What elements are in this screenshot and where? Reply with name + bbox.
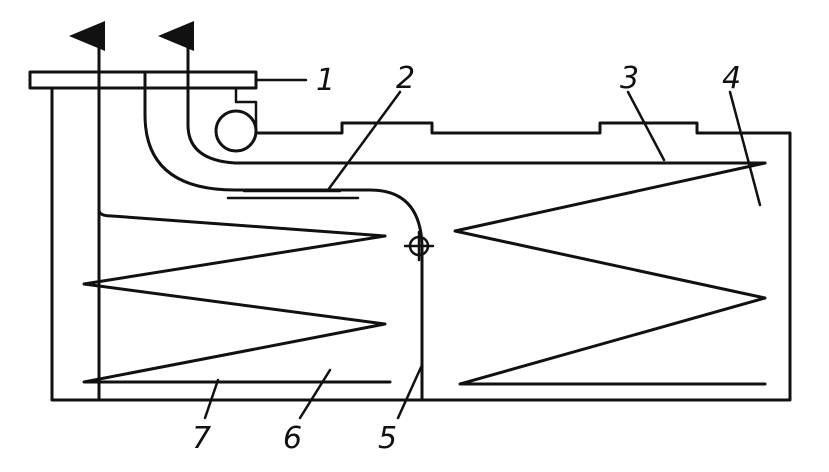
outer-housing: [50, 86, 792, 402]
exhaust-duct: [143, 70, 348, 192]
leader-6: [298, 368, 332, 420]
left-zigzag-coil: [82, 234, 392, 384]
label-6: 6: [283, 421, 302, 456]
right-zigzag-coil: [453, 161, 767, 386]
leader-2: [326, 90, 402, 192]
leader-5: [396, 363, 424, 420]
label-3: 3: [620, 61, 639, 96]
top-plate: [28, 70, 258, 90]
leader-4: [728, 90, 762, 207]
fan-circle: [214, 109, 258, 153]
label-2: 2: [396, 61, 415, 96]
partition-curve: [344, 188, 424, 402]
label-4: 4: [722, 61, 741, 96]
inner-duct-line: [186, 86, 767, 165]
leader-3: [626, 90, 666, 162]
leader-7: [203, 378, 220, 420]
fan-bracket: [234, 86, 258, 135]
label-5: 5: [378, 421, 397, 456]
label-7: 7: [192, 421, 211, 456]
label-1: 1: [316, 63, 335, 98]
